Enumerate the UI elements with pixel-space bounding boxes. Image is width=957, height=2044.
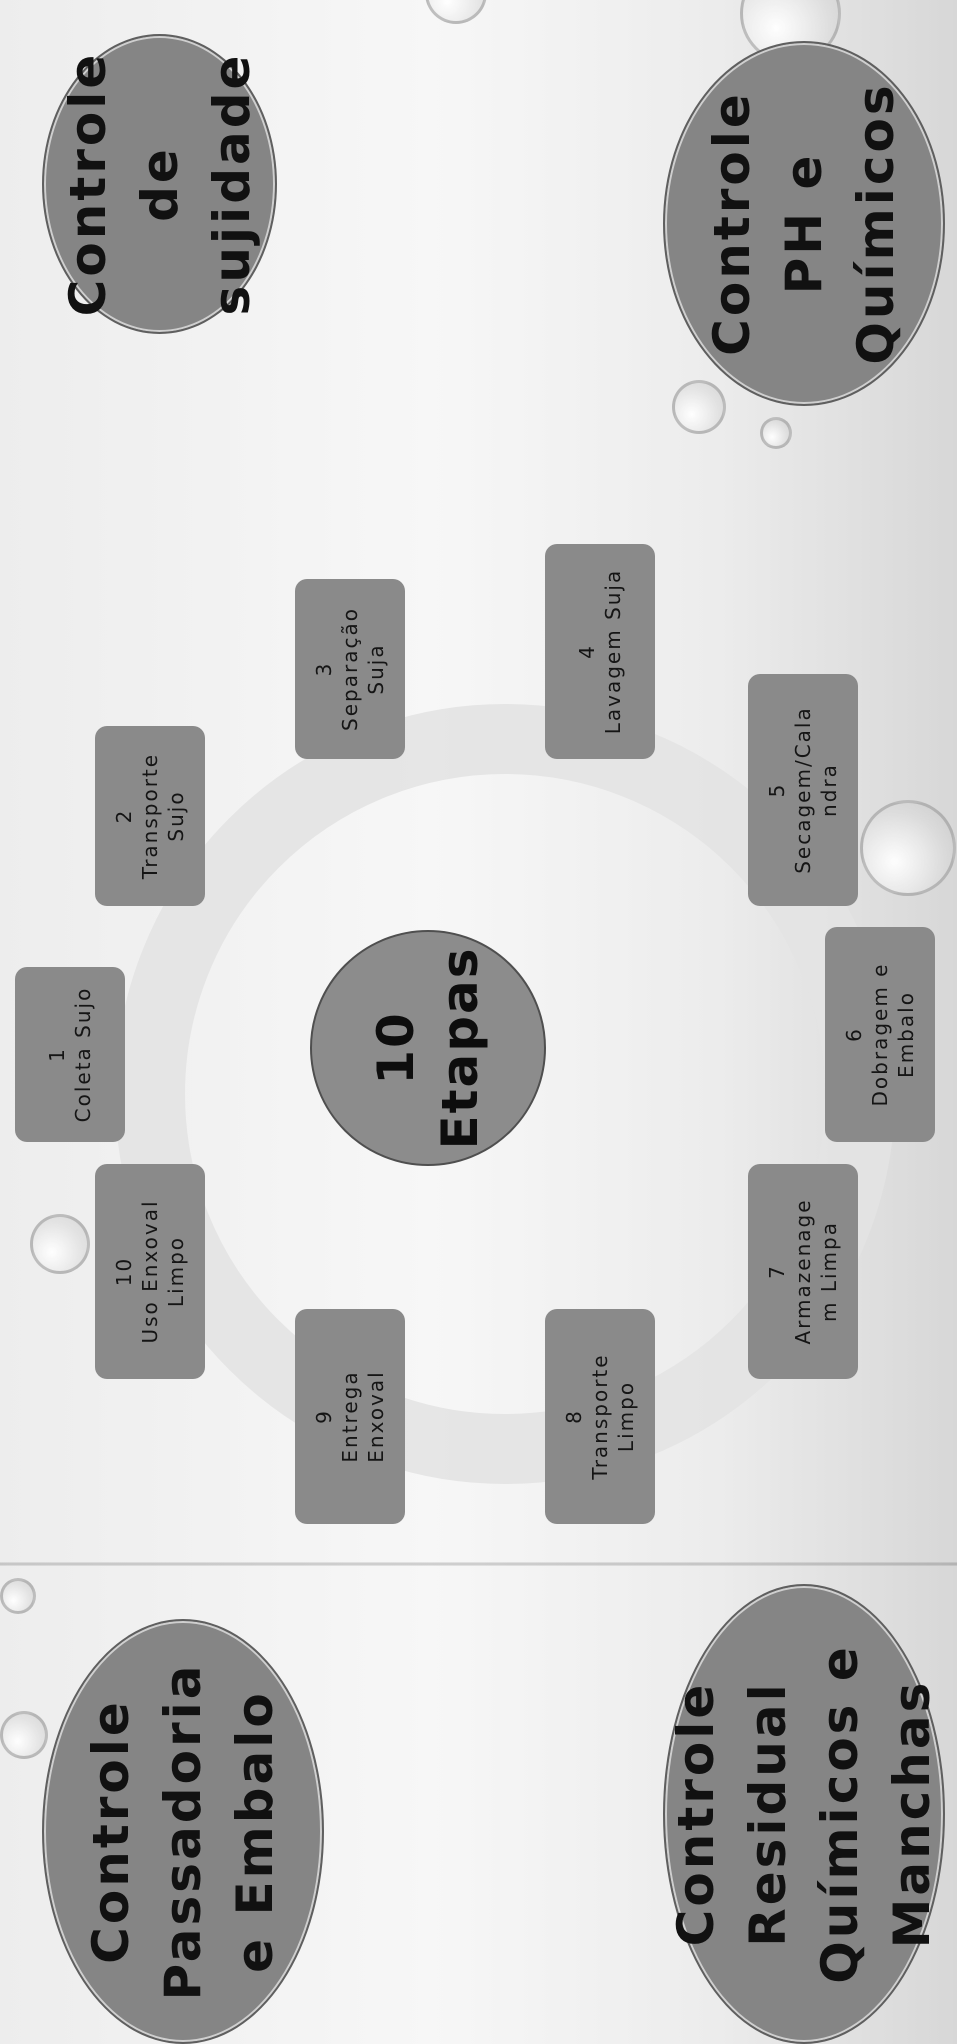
step-label: Dobragem e Embalo xyxy=(868,962,918,1107)
control-ph-quimicos-oval: Controle PH e Químicos xyxy=(663,41,945,406)
bubble-decoration xyxy=(0,1578,36,1614)
step-box-10: 10 Uso Enxoval Limpo xyxy=(95,1164,205,1379)
step-box-6: 6 Dobragem e Embalo xyxy=(825,927,935,1142)
control-sujidade-label: Controle de sujidade xyxy=(58,51,261,317)
step-number: 6 xyxy=(842,1027,866,1042)
step-box-9: 9 Entrega Enxoval xyxy=(295,1309,405,1524)
bubble-decoration xyxy=(672,380,726,434)
step-box-1: 1 Coleta Sujo xyxy=(15,967,125,1142)
step-label: Lavagem Suja xyxy=(601,568,625,735)
step-number: 1 xyxy=(45,1047,69,1062)
step-label: Separação Suja xyxy=(338,607,388,731)
step-number: 4 xyxy=(575,644,599,659)
bubble-decoration xyxy=(860,800,956,896)
bubble-decoration xyxy=(425,0,487,24)
step-number: 10 xyxy=(112,1256,136,1287)
step-label: Uso Enxoval Limpo xyxy=(138,1199,188,1344)
step-label: Secagem/Cala ndra xyxy=(791,706,841,874)
step-box-3: 3 Separação Suja xyxy=(295,579,405,759)
step-box-8: 8 Transporte Limpo xyxy=(545,1309,655,1524)
step-label: Armazenage m Limpa xyxy=(791,1198,841,1345)
step-box-2: 2 Transporte Sujo xyxy=(95,726,205,906)
bubble-decoration xyxy=(0,1711,48,1759)
step-box-5: 5 Secagem/Cala ndra xyxy=(748,674,858,906)
step-box-7: 7 Armazenage m Limpa xyxy=(748,1164,858,1379)
step-label: Transporte Limpo xyxy=(588,1353,638,1480)
step-number: 9 xyxy=(312,1409,336,1424)
step-number: 2 xyxy=(112,808,136,824)
control-residual-oval: Controle Residual Químicos e Manchas xyxy=(663,1584,945,2044)
step-number: 8 xyxy=(562,1409,586,1424)
step-label: Transporte Sujo xyxy=(138,752,188,880)
step-label: Entrega Enxoval xyxy=(338,1370,388,1463)
bubble-decoration xyxy=(760,417,792,449)
control-passadoria-label: Controle Passadoria e Embalo xyxy=(82,1662,284,2001)
control-sujidade-oval: Controle de sujidade xyxy=(42,34,277,334)
step-number: 7 xyxy=(765,1264,789,1279)
bubble-decoration xyxy=(30,1214,90,1274)
control-ph-quimicos-label: Controle PH e Químicos xyxy=(703,82,905,365)
center-circle: 10 Etapas xyxy=(310,930,546,1166)
center-label: 10 Etapas xyxy=(367,946,489,1150)
step-label: Coleta Sujo xyxy=(71,986,95,1123)
step-box-4: 4 Lavagem Suja xyxy=(545,544,655,759)
paper-fold-line xyxy=(0,1562,957,1566)
control-passadoria-oval: Controle Passadoria e Embalo xyxy=(42,1619,324,2044)
step-number: 5 xyxy=(765,782,789,798)
control-residual-label: Controle Residual Químicos e Manchas xyxy=(667,1644,941,1984)
step-number: 3 xyxy=(312,661,336,677)
